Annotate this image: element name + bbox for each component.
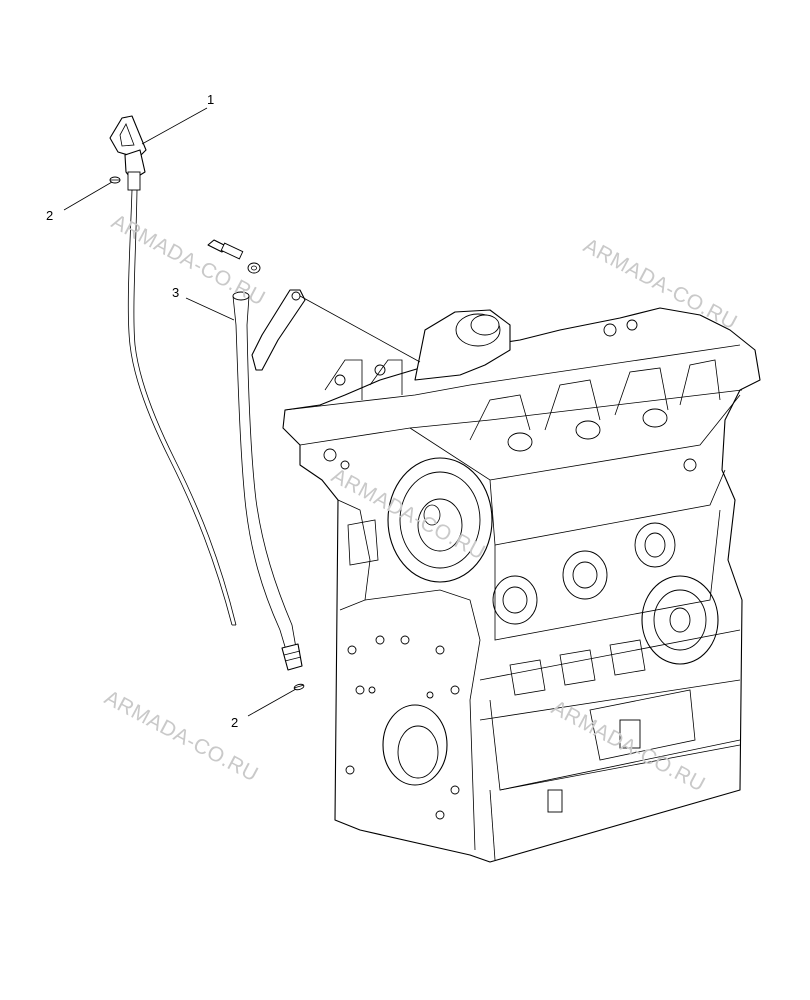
o-ring-top bbox=[109, 176, 121, 184]
dipstick-guide-tube bbox=[207, 239, 306, 671]
assembly-line bbox=[299, 295, 421, 363]
callout-2-top: 2 bbox=[46, 208, 53, 223]
engine-block bbox=[282, 307, 761, 863]
callout-2-bottom: 2 bbox=[231, 715, 238, 730]
o-ring-bottom bbox=[293, 683, 305, 691]
watermark-1: ARMADA-CO.RU bbox=[108, 210, 269, 310]
leader-lines bbox=[63, 107, 297, 717]
callout-3: 3 bbox=[172, 285, 179, 300]
watermark-4: ARMADA-CO.RU bbox=[101, 686, 262, 786]
oil-dipstick bbox=[109, 115, 237, 626]
callout-1: 1 bbox=[207, 92, 214, 107]
